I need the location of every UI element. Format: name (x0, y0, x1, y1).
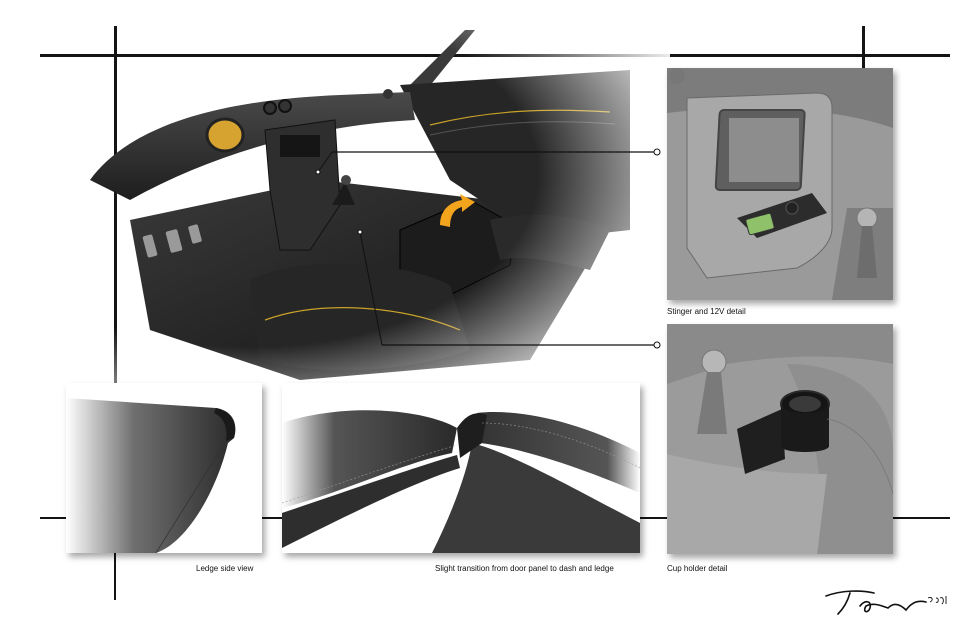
caption-stinger: Stinger and 12V detail (667, 307, 746, 316)
main-interior-sketch (70, 30, 670, 390)
caption-cupholder: Cup holder detail (667, 564, 728, 573)
transition-detail-panel (282, 383, 640, 553)
caption-transition: Slight transition from door panel to das… (435, 564, 614, 573)
designer-signature (825, 590, 947, 615)
caption-ledge: Ledge side view (196, 564, 254, 573)
stinger-detail-panel (667, 68, 893, 300)
frame-line-right (862, 26, 865, 76)
ledge-side-view-panel (66, 383, 262, 553)
cupholder-detail-panel (667, 324, 893, 554)
